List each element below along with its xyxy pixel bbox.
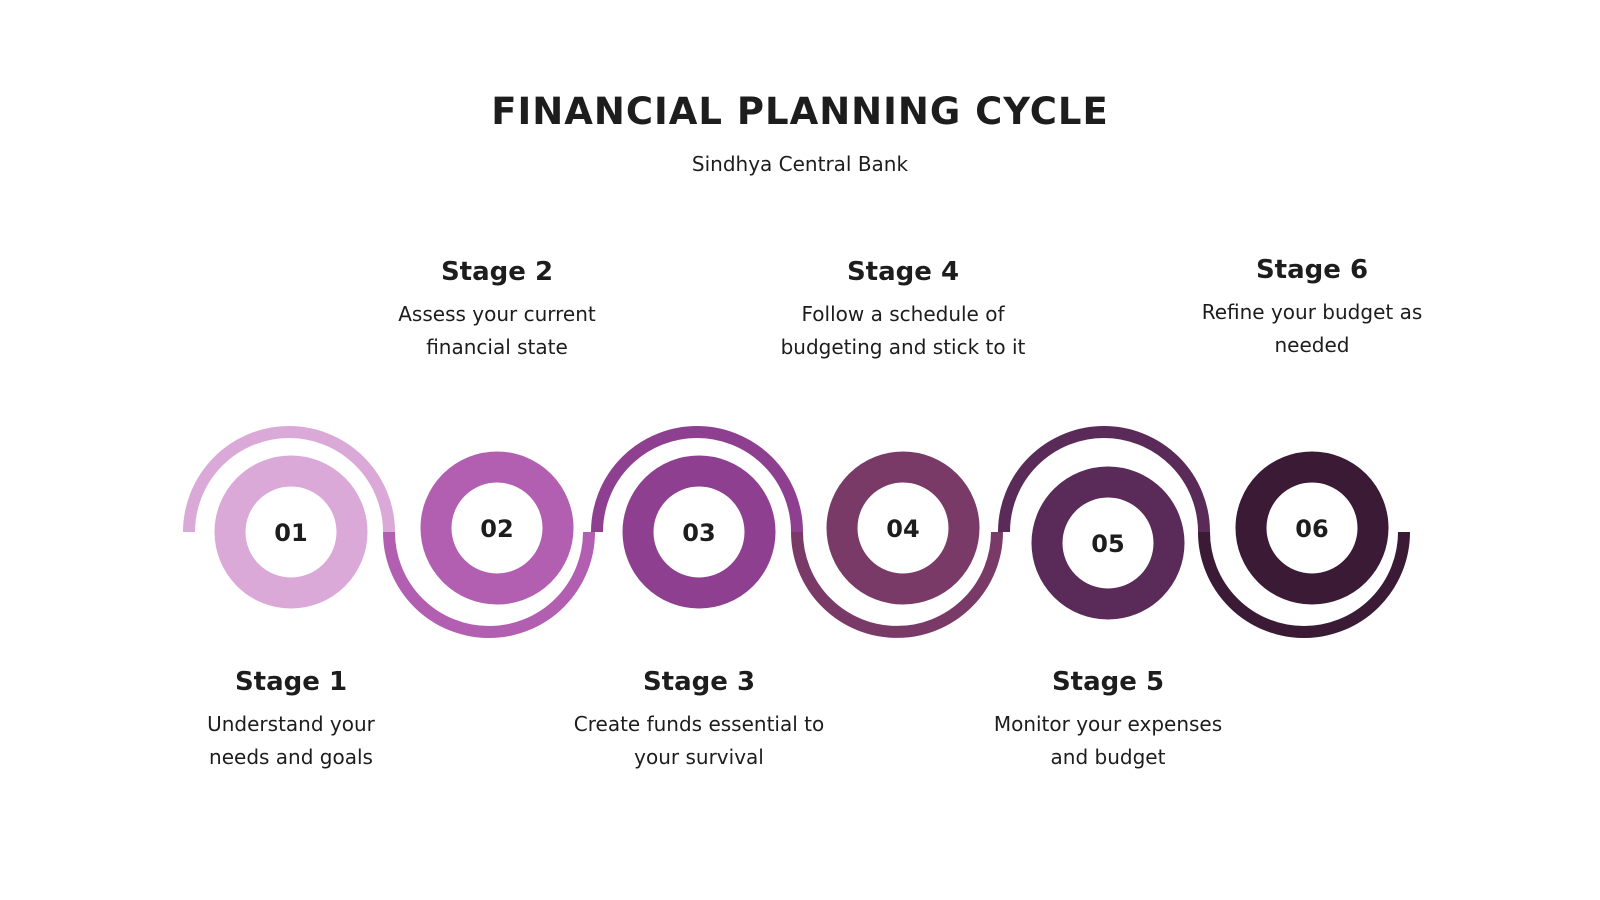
page-subtitle: Sindhya Central Bank	[691, 152, 909, 176]
stage-4-desc-line-1: Follow a schedule of	[801, 302, 1005, 326]
ring-stage-2: 02	[420, 451, 574, 605]
stage-2-desc-line-1: Assess your current	[398, 302, 596, 326]
ring-number-5: 05	[1091, 530, 1124, 558]
stage-3-description: Create funds essential to your survival	[549, 708, 849, 774]
stage-1-block: Stage 1 Understand your needs and goals	[141, 666, 441, 774]
stage-4-block: Stage 4 Follow a schedule of budgeting a…	[753, 256, 1053, 364]
stage-1-title: Stage 1	[234, 667, 348, 697]
arc-stage-2	[383, 531, 595, 638]
stage-1-desc-line-2: needs and goals	[209, 745, 373, 769]
stage-6-title: Stage 6	[1255, 255, 1369, 285]
stage-5-desc-line-1: Monitor your expenses	[993, 712, 1223, 736]
stage-4-title: Stage 4	[846, 257, 960, 287]
stage-2-block: Stage 2 Assess your current financial st…	[347, 256, 647, 364]
stage-6-desc-line-2: needed	[1274, 333, 1350, 357]
stage-5-description: Monitor your expenses and budget	[958, 708, 1258, 774]
ring-number-3: 03	[682, 519, 715, 547]
stage-5-block: Stage 5 Monitor your expenses and budget	[958, 666, 1258, 774]
stage-4-description: Follow a schedule of budgeting and stick…	[753, 298, 1053, 364]
stage-4-desc-line-2: budgeting and stick to it	[780, 335, 1026, 359]
ring-number-2: 02	[480, 515, 513, 543]
ring-stage-6: 06	[1235, 451, 1389, 605]
ring-number-4: 04	[886, 515, 919, 543]
ring-stage-1: 01	[214, 455, 368, 609]
arc-stage-4	[791, 531, 1003, 638]
stage-6-desc-line-1: Refine your budget as	[1201, 300, 1423, 324]
arc-stage-1	[183, 426, 395, 533]
stage-1-description: Understand your needs and goals	[141, 708, 441, 774]
ring-stage-4: 04	[826, 451, 980, 605]
stage-3-desc-line-2: your survival	[634, 745, 764, 769]
stage-6-description: Refine your budget as needed	[1162, 296, 1462, 362]
stage-1-desc-line-1: Understand your	[207, 712, 375, 736]
ring-number-1: 01	[274, 519, 307, 547]
page-title: FINANCIAL PLANNING CYCLE	[491, 90, 1109, 133]
ring-number-6: 06	[1295, 515, 1328, 543]
stage-2-description: Assess your current financial state	[347, 298, 647, 364]
stage-3-title: Stage 3	[642, 667, 756, 697]
arc-stage-3	[591, 426, 803, 533]
arc-stage-6	[1198, 531, 1410, 638]
stage-5-desc-line-2: and budget	[1050, 745, 1166, 769]
stage-6-block: Stage 6 Refine your budget as needed	[1162, 254, 1462, 362]
ring-stage-3: 03	[622, 455, 776, 609]
stage-2-desc-line-2: financial state	[426, 335, 568, 359]
stage-3-block: Stage 3 Create funds essential to your s…	[549, 666, 849, 774]
stage-5-title: Stage 5	[1051, 667, 1165, 697]
ring-stage-5: 05	[1031, 466, 1185, 620]
stage-3-desc-line-1: Create funds essential to	[573, 712, 825, 736]
stage-2-title: Stage 2	[440, 257, 554, 287]
arc-stage-5	[998, 426, 1210, 533]
